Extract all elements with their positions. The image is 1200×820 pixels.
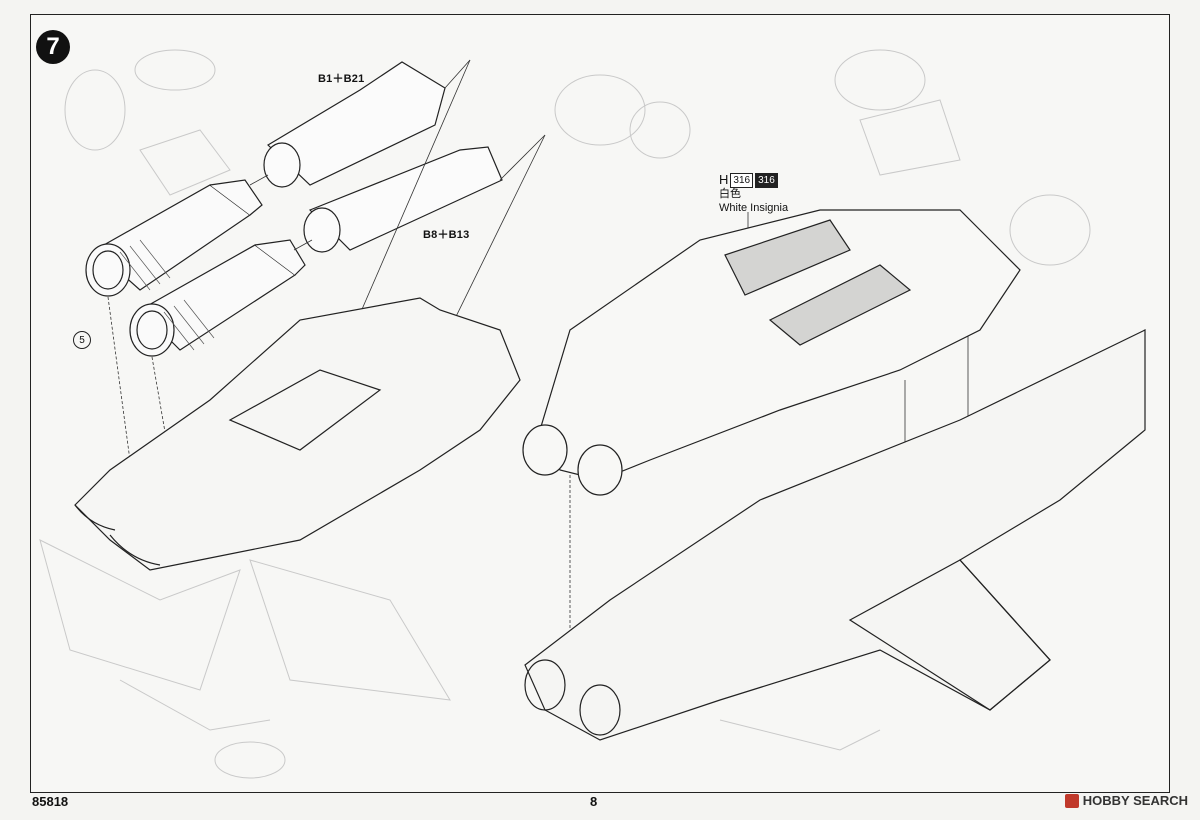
lower-exhaust-duct <box>303 146 503 253</box>
kit-number: 85818 <box>32 794 69 809</box>
paint-letter: H <box>719 172 729 187</box>
paint-callout: H 316 316 白色 White Insignia <box>719 172 788 216</box>
callout-upper-exhaust: B1＋B21 <box>318 73 365 85</box>
watermark-text: HOBBY SEARCH <box>1082 793 1188 808</box>
exhaust-nozzle-left <box>85 179 263 297</box>
paint-label-english: White Insignia <box>719 202 789 214</box>
callout-lower-exhaust: B8＋B13 <box>423 229 470 241</box>
rear-fuselage-left <box>74 297 521 571</box>
paint-code-chip-white: 316 <box>730 172 754 188</box>
paint-label-chinese: 白色 <box>719 188 741 201</box>
exhaust-nozzle-right <box>129 239 306 357</box>
upper-fuselage-right <box>522 209 1021 496</box>
nozzle-rib-lines <box>119 239 215 351</box>
part-number-circle: 5 <box>73 331 91 349</box>
lower-fuselage-right <box>524 329 1146 741</box>
paint-code-chip-dark: 316 <box>755 172 778 188</box>
page-number: 8 <box>590 794 598 809</box>
watermark: HOBBY SEARCH <box>1064 793 1188 808</box>
step-number-badge: 7 <box>36 30 70 64</box>
hobby-search-logo-icon <box>1064 793 1079 808</box>
faint-background-parts <box>39 49 1091 779</box>
paint-code-row: H 316 316 <box>719 172 788 188</box>
